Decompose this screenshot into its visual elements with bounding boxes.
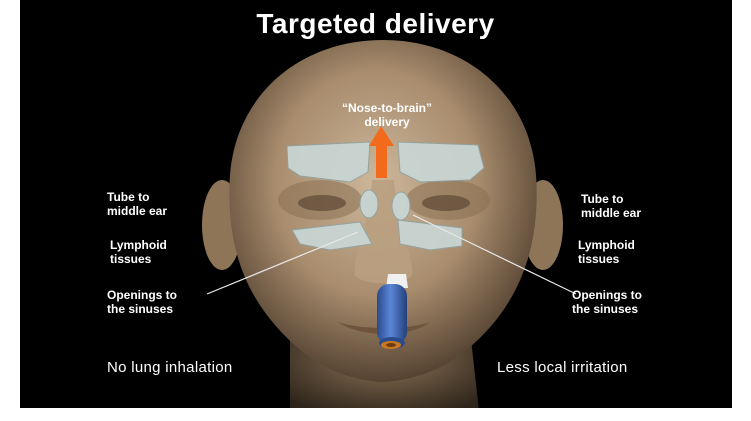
slide-title: Targeted delivery — [20, 8, 732, 40]
left-tube-line2: middle ear — [107, 204, 167, 218]
left-lymphoid-line1: Lymphoid — [110, 238, 167, 252]
nose-to-brain-line2: delivery — [322, 115, 452, 129]
right-tube-line2: middle ear — [581, 206, 641, 220]
right-openings-label: Openings to the sinuses — [572, 288, 642, 316]
left-lymphoid-label: Lymphoid tissues — [110, 238, 167, 266]
right-tube-label: Tube to middle ear — [581, 192, 641, 220]
left-tube-label: Tube to middle ear — [107, 190, 167, 218]
left-ethmoid — [360, 190, 378, 218]
right-eye — [422, 195, 470, 211]
right-openings-line1: Openings to — [572, 288, 642, 302]
right-frontal-sinus — [398, 142, 484, 182]
left-tube-line1: Tube to — [107, 190, 167, 204]
nose-to-brain-line1: “Nose-to-brain” — [322, 101, 452, 115]
right-openings-line2: the sinuses — [572, 302, 642, 316]
left-openings-label: Openings to the sinuses — [107, 288, 177, 316]
right-lymphoid-line2: tissues — [578, 252, 635, 266]
right-ethmoid — [392, 192, 410, 220]
left-lymphoid-line2: tissues — [110, 252, 167, 266]
right-tube-line1: Tube to — [581, 192, 641, 206]
left-frontal-sinus — [287, 142, 370, 182]
nose-to-brain-label: “Nose-to-brain” delivery — [322, 101, 452, 129]
left-eye — [298, 195, 346, 211]
right-lymphoid-line1: Lymphoid — [578, 238, 635, 252]
less-local-irritation-text: Less local irritation — [497, 359, 628, 376]
slide: Targeted delivery “Nose-to-brain” delive… — [20, 0, 732, 408]
left-openings-line1: Openings to — [107, 288, 177, 302]
no-lung-inhalation-text: No lung inhalation — [107, 359, 233, 376]
left-openings-line2: the sinuses — [107, 302, 177, 316]
right-lymphoid-label: Lymphoid tissues — [578, 238, 635, 266]
